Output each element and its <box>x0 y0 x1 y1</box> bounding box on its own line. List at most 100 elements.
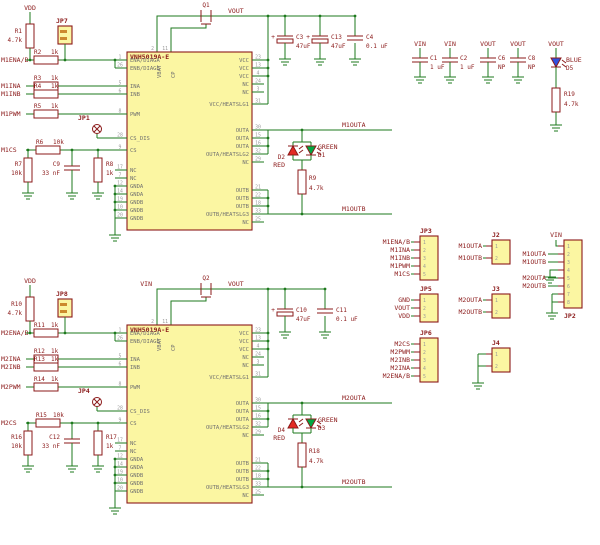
pin-number: 5 <box>119 81 122 87</box>
pin-number: 15 <box>255 133 261 139</box>
pin-name: VCC <box>239 74 249 80</box>
junction-dot <box>266 409 270 413</box>
resistor-name: R1 <box>15 28 23 35</box>
part-value: 33 nF <box>42 170 60 177</box>
led-red <box>287 144 299 156</box>
connector-name: J2 <box>492 231 500 239</box>
pin-number: 2 <box>423 306 426 312</box>
net-label: M1PWM <box>390 262 410 270</box>
power-label-vin: VIN <box>550 231 562 239</box>
mosfet <box>200 283 212 298</box>
resistor <box>297 169 307 195</box>
junction-dot <box>266 417 270 421</box>
net-label: M2OUTA <box>459 296 483 304</box>
pin-number: 32 <box>255 422 261 428</box>
led-name: D5 <box>566 65 574 72</box>
pin-name: VCC <box>239 339 249 345</box>
capacitor-value: 47uF <box>296 316 311 323</box>
ground-symbol <box>482 74 494 84</box>
pin-number: 30 <box>255 398 261 404</box>
pin-number: 25 <box>255 217 261 223</box>
pin-number: 19 <box>117 470 123 476</box>
resistor <box>33 328 59 338</box>
pin-number: 1 <box>495 352 498 358</box>
pin-number: 2 <box>495 364 498 370</box>
resistor <box>33 55 59 65</box>
resistor-value: 4.7k <box>564 101 579 108</box>
pin-name: ENA/DIAGA <box>130 331 160 337</box>
pin-name: OUTA/HEATSLG2 <box>206 425 249 431</box>
pin-number: 21 <box>255 185 261 191</box>
capacitor-name: C3 <box>296 34 304 41</box>
pin-name: OUTB/HEATSLG3 <box>206 212 249 218</box>
pin-number: 2 <box>151 46 154 52</box>
pin-number: 1 <box>423 342 426 348</box>
pin-number: 3 <box>423 358 426 364</box>
power-label-vdd: VDD <box>24 4 36 12</box>
connector-name: JP2 <box>564 312 576 320</box>
pin-name: OUTB <box>236 204 250 210</box>
junction-dot <box>113 192 117 196</box>
junction-dot <box>266 14 270 18</box>
pin-name: INA <box>130 84 141 90</box>
pin-number: 20 <box>117 213 123 219</box>
pin-number: 5 <box>119 354 122 360</box>
resistor-value: 1k <box>51 103 59 110</box>
pin-number: 1 <box>495 298 498 304</box>
pin-number: 17 <box>117 438 123 444</box>
jumper-pad <box>60 310 67 313</box>
capacitor <box>412 57 428 63</box>
pin-name: CS <box>130 421 137 427</box>
pin-name: OUTB <box>236 188 250 194</box>
pin-name: VBAT <box>157 337 163 351</box>
junction-dot <box>266 144 270 148</box>
led-name: D4 <box>278 427 286 434</box>
net-label: M2ENA/B <box>1 329 28 337</box>
resistor <box>93 430 103 456</box>
pin-number: 13 <box>255 63 261 69</box>
capacitor <box>317 308 333 314</box>
pin-number: 1 <box>119 55 122 61</box>
pin-name: ENB/DIAGB <box>130 339 160 345</box>
pin-number: 21 <box>255 458 261 464</box>
pin-number: 2 <box>423 350 426 356</box>
power-rail <box>156 15 355 52</box>
pin-number: 24 <box>255 352 261 358</box>
wire <box>549 269 558 274</box>
mosfet-name: Q2 <box>202 275 210 282</box>
pin-name: CS <box>130 148 137 154</box>
ic-title: VNH5019A-E <box>130 326 169 334</box>
net-label: M2INA <box>390 364 410 372</box>
net-label: M1CS <box>1 146 17 154</box>
pin-number: 7 <box>119 173 122 179</box>
net-label: M2CS <box>1 419 17 427</box>
pin-name: INA <box>130 357 141 363</box>
pin-number: 4 <box>423 366 426 372</box>
ground-symbol <box>92 190 104 200</box>
connector-box <box>563 239 583 309</box>
led-color-label: BLUE <box>566 56 582 64</box>
pin-name: NC <box>242 82 249 88</box>
pin-number: 11 <box>162 319 168 325</box>
pin-name: NC <box>130 449 137 455</box>
led-color-label: RED <box>273 161 285 169</box>
junction-dot <box>266 347 270 351</box>
pin-number: 18 <box>255 201 261 207</box>
led-blue <box>550 57 562 69</box>
capacitor <box>64 438 80 444</box>
connector-name: JP5 <box>420 285 432 293</box>
capacitor-polarized <box>276 38 294 44</box>
resistor <box>33 382 59 392</box>
resistor-value: 4.7k <box>8 37 23 44</box>
ground-symbol <box>544 274 556 284</box>
pin-name: OUTA <box>236 136 250 142</box>
led-name: D2 <box>278 154 286 161</box>
pin-number: 22 <box>255 193 261 199</box>
junction-dot <box>266 287 270 291</box>
resistor <box>297 442 307 468</box>
resistor-value: 1k <box>51 83 59 90</box>
pin-name: ENB/DIAGB <box>130 66 160 72</box>
net-label: M2INB <box>390 356 410 364</box>
junction-dot <box>113 481 117 485</box>
pin-number: 16 <box>255 414 261 420</box>
